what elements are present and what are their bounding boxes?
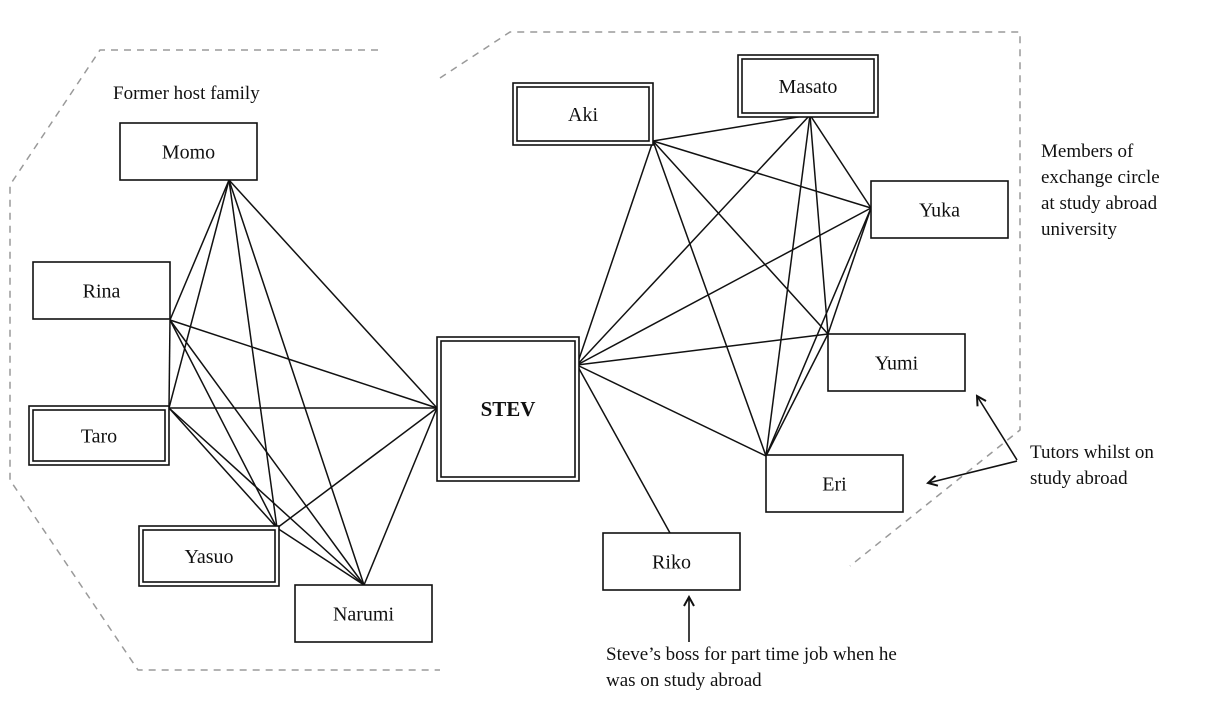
node-label-rina: Rina <box>83 281 121 303</box>
node-rina: Rina <box>32 261 171 320</box>
node-narumi: Narumi <box>294 584 433 643</box>
tutors-label-line: study abroad <box>1030 468 1128 489</box>
edge-momo-rina <box>169 179 230 321</box>
exchange-circle-label-line: Members of <box>1041 141 1134 162</box>
edge-eri-steve <box>576 364 767 457</box>
exchange-circle-label-line: university <box>1041 219 1117 240</box>
node-box <box>32 261 171 320</box>
edge-rina-narumi <box>169 319 365 586</box>
edge-yumi-steve <box>576 333 829 366</box>
edge-yasuo-narumi <box>276 527 365 586</box>
edge-yasuo-steve <box>276 407 438 529</box>
node-box <box>512 82 654 146</box>
node-box <box>138 525 280 587</box>
edge-narumi-steve <box>363 407 438 586</box>
node-box-inner <box>516 86 650 142</box>
edge-aki-yumi <box>652 140 829 335</box>
node-aki: Aki <box>512 82 654 146</box>
node-label-momo: Momo <box>162 142 215 164</box>
edge-aki-eri <box>652 140 767 457</box>
edge-yuka-steve <box>576 207 872 366</box>
exchange-circle-label: Members of exchange circle at study abro… <box>1041 139 1201 243</box>
node-eri: Eri <box>765 454 904 513</box>
node-yuka: Yuka <box>870 180 1009 239</box>
node-momo: Momo <box>119 122 258 181</box>
edge-aki-masato <box>652 114 811 142</box>
edge-masato-yumi <box>809 114 829 335</box>
tutors-label: Tutors whilst on study abroad <box>1030 440 1205 492</box>
edge-aki-steve <box>576 140 654 366</box>
node-box <box>602 532 741 591</box>
edge-taro-yasuo <box>168 407 278 529</box>
edge-taro-narumi <box>168 407 365 586</box>
group-outlines <box>9 31 1021 671</box>
edge-rina-taro <box>168 319 171 409</box>
exchange-circle-group-outline <box>439 31 1021 567</box>
edge-yumi-eri <box>765 333 829 457</box>
node-box <box>765 454 904 513</box>
node-label-masato: Masato <box>779 76 838 98</box>
boss-label-line: was on study abroad <box>606 670 762 691</box>
node-steve: STEV <box>436 336 580 482</box>
edges <box>168 114 872 586</box>
node-box-inner <box>741 58 875 114</box>
node-box <box>436 336 580 482</box>
node-riko: Riko <box>602 532 741 591</box>
node-box-inner <box>32 409 166 462</box>
node-box <box>737 54 879 118</box>
edge-momo-yasuo <box>228 179 278 529</box>
tutors-arrow-to-eri <box>928 460 1018 483</box>
node-label-yasuo: Yasuo <box>184 546 233 568</box>
host-family-label: Former host family <box>113 83 260 104</box>
node-label-steve: STEV <box>481 397 536 421</box>
node-box <box>870 180 1009 239</box>
node-label-riko: Riko <box>652 552 691 574</box>
node-yumi: Yumi <box>827 333 966 392</box>
edge-masato-yuka <box>809 114 872 209</box>
exchange-circle-label-line: at study abroad <box>1041 193 1158 214</box>
annotation-arrows <box>689 396 1018 642</box>
edge-riko-steve <box>576 364 671 534</box>
exchange-circle-label-line: exchange circle <box>1041 167 1160 188</box>
edge-masato-steve <box>576 114 811 366</box>
node-box <box>827 333 966 392</box>
node-label-eri: Eri <box>822 474 847 496</box>
node-label-aki: Aki <box>568 104 598 126</box>
node-label-narumi: Narumi <box>333 604 395 626</box>
edge-momo-narumi <box>228 179 365 586</box>
host-family-group-outline <box>9 49 440 671</box>
node-masato: Masato <box>737 54 879 118</box>
edge-masato-eri <box>765 114 811 457</box>
edge-yuka-yumi <box>827 207 872 335</box>
boss-label-line: Steve’s boss for part time job when he <box>606 644 897 665</box>
edge-yuka-eri <box>765 207 872 457</box>
node-box <box>119 122 258 181</box>
boss-label: Steve’s boss for part time job when he w… <box>606 642 996 694</box>
node-box-inner <box>440 340 576 478</box>
tutors-label-line: Tutors whilst on <box>1030 442 1154 463</box>
edge-rina-steve <box>169 319 438 409</box>
node-box-inner <box>142 529 276 583</box>
edge-momo-steve <box>228 179 438 409</box>
edge-aki-yuka <box>652 140 872 209</box>
node-box <box>294 584 433 643</box>
edge-momo-taro <box>168 179 230 409</box>
node-yasuo: Yasuo <box>138 525 280 587</box>
node-label-yumi: Yumi <box>875 353 919 375</box>
edge-rina-yasuo <box>169 319 278 529</box>
tutors-arrow-to-yumi <box>977 396 1018 461</box>
node-box <box>28 405 170 466</box>
node-taro: Taro <box>28 405 170 466</box>
node-label-taro: Taro <box>81 426 117 448</box>
node-label-yuka: Yuka <box>919 200 960 222</box>
